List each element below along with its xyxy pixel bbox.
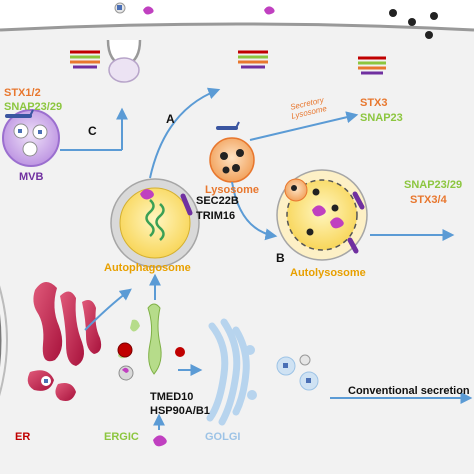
label-golgi: GOLGI [205, 431, 241, 443]
label-stx34: STX3/4 [410, 194, 447, 206]
snare-complex-middle [238, 50, 268, 69]
label-sec22b: SEC22B [196, 195, 239, 207]
label-hsp90: HSP90A/B1 [150, 405, 210, 417]
label-snap2329-right: SNAP23/29 [404, 179, 463, 191]
cytosolic-cargo [153, 435, 167, 447]
label-mvb: MVB [19, 171, 44, 183]
cytoplasm [0, 24, 474, 474]
er-cisternae [27, 281, 102, 401]
ergic [117, 303, 185, 381]
autolysosome [276, 169, 368, 261]
pathway-arrows [60, 87, 473, 430]
snare-complex-left [70, 50, 100, 69]
released-cargo [114, 2, 438, 39]
plasma-membrane [0, 22, 474, 32]
label-autolysosome: Autolysosome [290, 267, 366, 279]
secretory-vesicles [276, 354, 319, 391]
label-snap2329-left: SNAP23/29 [4, 101, 63, 113]
label-er: ER [15, 431, 31, 443]
label-conventional-secretion: Conventional secretion [348, 385, 470, 397]
mvb [2, 109, 60, 167]
label-stx12: STX1/2 [4, 87, 41, 99]
golgi [206, 318, 257, 426]
lysosome [209, 121, 255, 183]
label-path-c: C [88, 124, 97, 138]
label-trim16: TRIM16 [196, 210, 236, 222]
label-lysosome: Lysosome [205, 184, 260, 196]
label-path-b: B [276, 251, 285, 265]
label-ergic: ERGIC [104, 431, 139, 443]
snare-complex-right [358, 56, 386, 75]
label-stx3: STX3 [360, 97, 388, 109]
label-autophagosome: Autophagosome [104, 262, 191, 274]
exocytosis-bud [106, 39, 142, 83]
autophagosome [110, 178, 200, 268]
label-path-a: A [166, 112, 175, 126]
nucleus-envelope [0, 285, 8, 397]
label-snap23: SNAP23 [360, 112, 403, 124]
label-tmed10: TMED10 [150, 391, 194, 403]
